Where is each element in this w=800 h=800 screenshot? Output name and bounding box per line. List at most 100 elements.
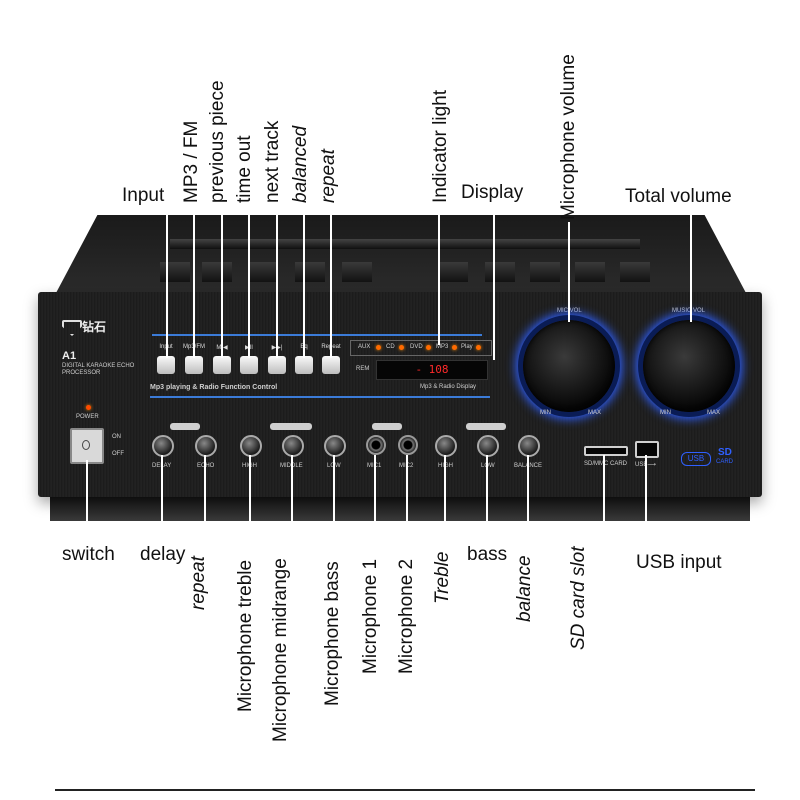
label-usb-input: USB input xyxy=(636,552,722,573)
echo-group-badge xyxy=(170,423,200,430)
indicator-dvd-label: DVD xyxy=(410,344,423,350)
leader-line xyxy=(330,205,332,358)
indicator-aux-led xyxy=(376,345,381,350)
mic-vol-max-label: MAX xyxy=(588,410,602,416)
leader-line xyxy=(486,455,488,540)
label-delay: delay xyxy=(140,544,186,565)
indicator-cd-led xyxy=(399,345,404,350)
blue-trim-top xyxy=(152,334,482,336)
leader-line xyxy=(603,455,605,540)
music-vol-max-label: MAX xyxy=(707,410,721,416)
microphone-volume-knob[interactable] xyxy=(523,320,615,412)
leader-line xyxy=(204,455,206,540)
label-display: Display xyxy=(461,182,524,203)
echo-knob[interactable] xyxy=(195,435,217,457)
leader-line xyxy=(690,210,692,322)
repeat-button[interactable] xyxy=(322,356,340,374)
label-microphone-2: Microphone 2 xyxy=(396,558,417,674)
label-bass: bass xyxy=(467,544,508,565)
leader-line xyxy=(303,205,305,358)
leader-line xyxy=(444,455,446,540)
vent xyxy=(202,262,232,282)
vent xyxy=(575,262,605,282)
mic-bass-knob[interactable] xyxy=(324,435,346,457)
indicator-cd-label: CD xyxy=(386,344,395,350)
label-microphone-midrange: Microphone midrange xyxy=(270,558,291,742)
vent xyxy=(438,262,468,282)
leader-line xyxy=(276,205,278,358)
next-button[interactable] xyxy=(268,356,286,374)
previous-button[interactable] xyxy=(213,356,231,374)
sd-card-slot[interactable] xyxy=(584,446,628,456)
pause-button[interactable] xyxy=(240,356,258,374)
usb-port[interactable] xyxy=(635,441,659,458)
label-input: Input xyxy=(122,185,165,206)
leader-line xyxy=(493,205,495,360)
mic-treble-knob[interactable] xyxy=(240,435,262,457)
model-name: A1 xyxy=(62,350,77,362)
label-microphone-1: Microphone 1 xyxy=(360,558,381,674)
mp3-fm-button[interactable] xyxy=(185,356,203,374)
label-balanced: balanced xyxy=(290,125,311,203)
model-subtitle-2: PROCESSOR xyxy=(62,370,101,376)
vent xyxy=(248,262,278,282)
label-microphone-bass: Microphone bass xyxy=(322,561,343,706)
label-sd-card-slot: SD card slot xyxy=(568,546,589,650)
mic1-jack[interactable] xyxy=(366,435,386,455)
leader-line xyxy=(333,455,335,540)
label-time-out: time out xyxy=(234,135,255,203)
mic-tone-group-badge xyxy=(270,423,312,430)
amplifier-front-panel xyxy=(38,292,762,497)
top-vent-slot xyxy=(170,239,640,249)
bottom-divider xyxy=(55,789,755,791)
vent xyxy=(530,262,560,282)
label-switch: switch xyxy=(62,544,115,565)
indicator-dvd-led xyxy=(426,345,431,350)
off-label: OFF xyxy=(112,451,124,457)
sd-logo-top: SD xyxy=(718,447,732,458)
power-symbol-icon xyxy=(82,440,90,450)
power-led xyxy=(86,405,91,410)
mic-input-group-badge xyxy=(372,423,402,430)
leader-line xyxy=(86,460,88,540)
music-vol-label: MUSIC VOL xyxy=(672,308,706,314)
mic-midrange-knob[interactable] xyxy=(282,435,304,457)
display-readout: - 108 xyxy=(376,360,488,380)
vent xyxy=(295,262,325,282)
input-button[interactable] xyxy=(157,356,175,374)
blue-trim-bottom xyxy=(150,396,490,398)
display-caption: Mp3 & Radio Display xyxy=(420,384,477,390)
mic2-jack[interactable] xyxy=(398,435,418,455)
indicator-mp3-label: MP3 xyxy=(436,344,449,350)
total-volume-knob[interactable] xyxy=(643,320,735,412)
vent xyxy=(620,262,650,282)
leader-line xyxy=(438,205,440,345)
leader-line xyxy=(568,222,570,322)
amplifier-base xyxy=(50,497,750,521)
bass-knob[interactable] xyxy=(477,435,499,457)
leader-line xyxy=(374,455,376,540)
mp3-caption: Mp3 playing & Radio Function Control xyxy=(150,384,278,391)
indicator-play-led xyxy=(476,345,481,350)
indicator-mp3-led xyxy=(452,345,457,350)
usb-logo-badge: USB xyxy=(681,452,711,466)
music-vol-min-label: MIN xyxy=(660,410,671,416)
leader-line xyxy=(291,455,293,540)
balance-knob[interactable] xyxy=(518,435,540,457)
vent xyxy=(160,262,190,282)
label-balance: balance xyxy=(514,555,535,622)
label-previous-piece: previous piece xyxy=(207,80,228,203)
label-total-volume: Total volume xyxy=(625,186,732,207)
label-indicator-light: Indicator light xyxy=(430,89,451,203)
eq-button[interactable] xyxy=(295,356,313,374)
delay-knob[interactable] xyxy=(152,435,174,457)
indicator-play-label: Play xyxy=(461,344,473,350)
label-next-track: next track xyxy=(262,120,283,203)
leader-line xyxy=(248,205,250,358)
indicator-strip xyxy=(350,340,492,356)
leader-line xyxy=(221,205,223,358)
on-label: ON xyxy=(112,434,121,440)
treble-knob[interactable] xyxy=(435,435,457,457)
mic-vol-min-label: MIN xyxy=(540,410,551,416)
label-microphone-treble: Microphone treble xyxy=(235,559,256,712)
